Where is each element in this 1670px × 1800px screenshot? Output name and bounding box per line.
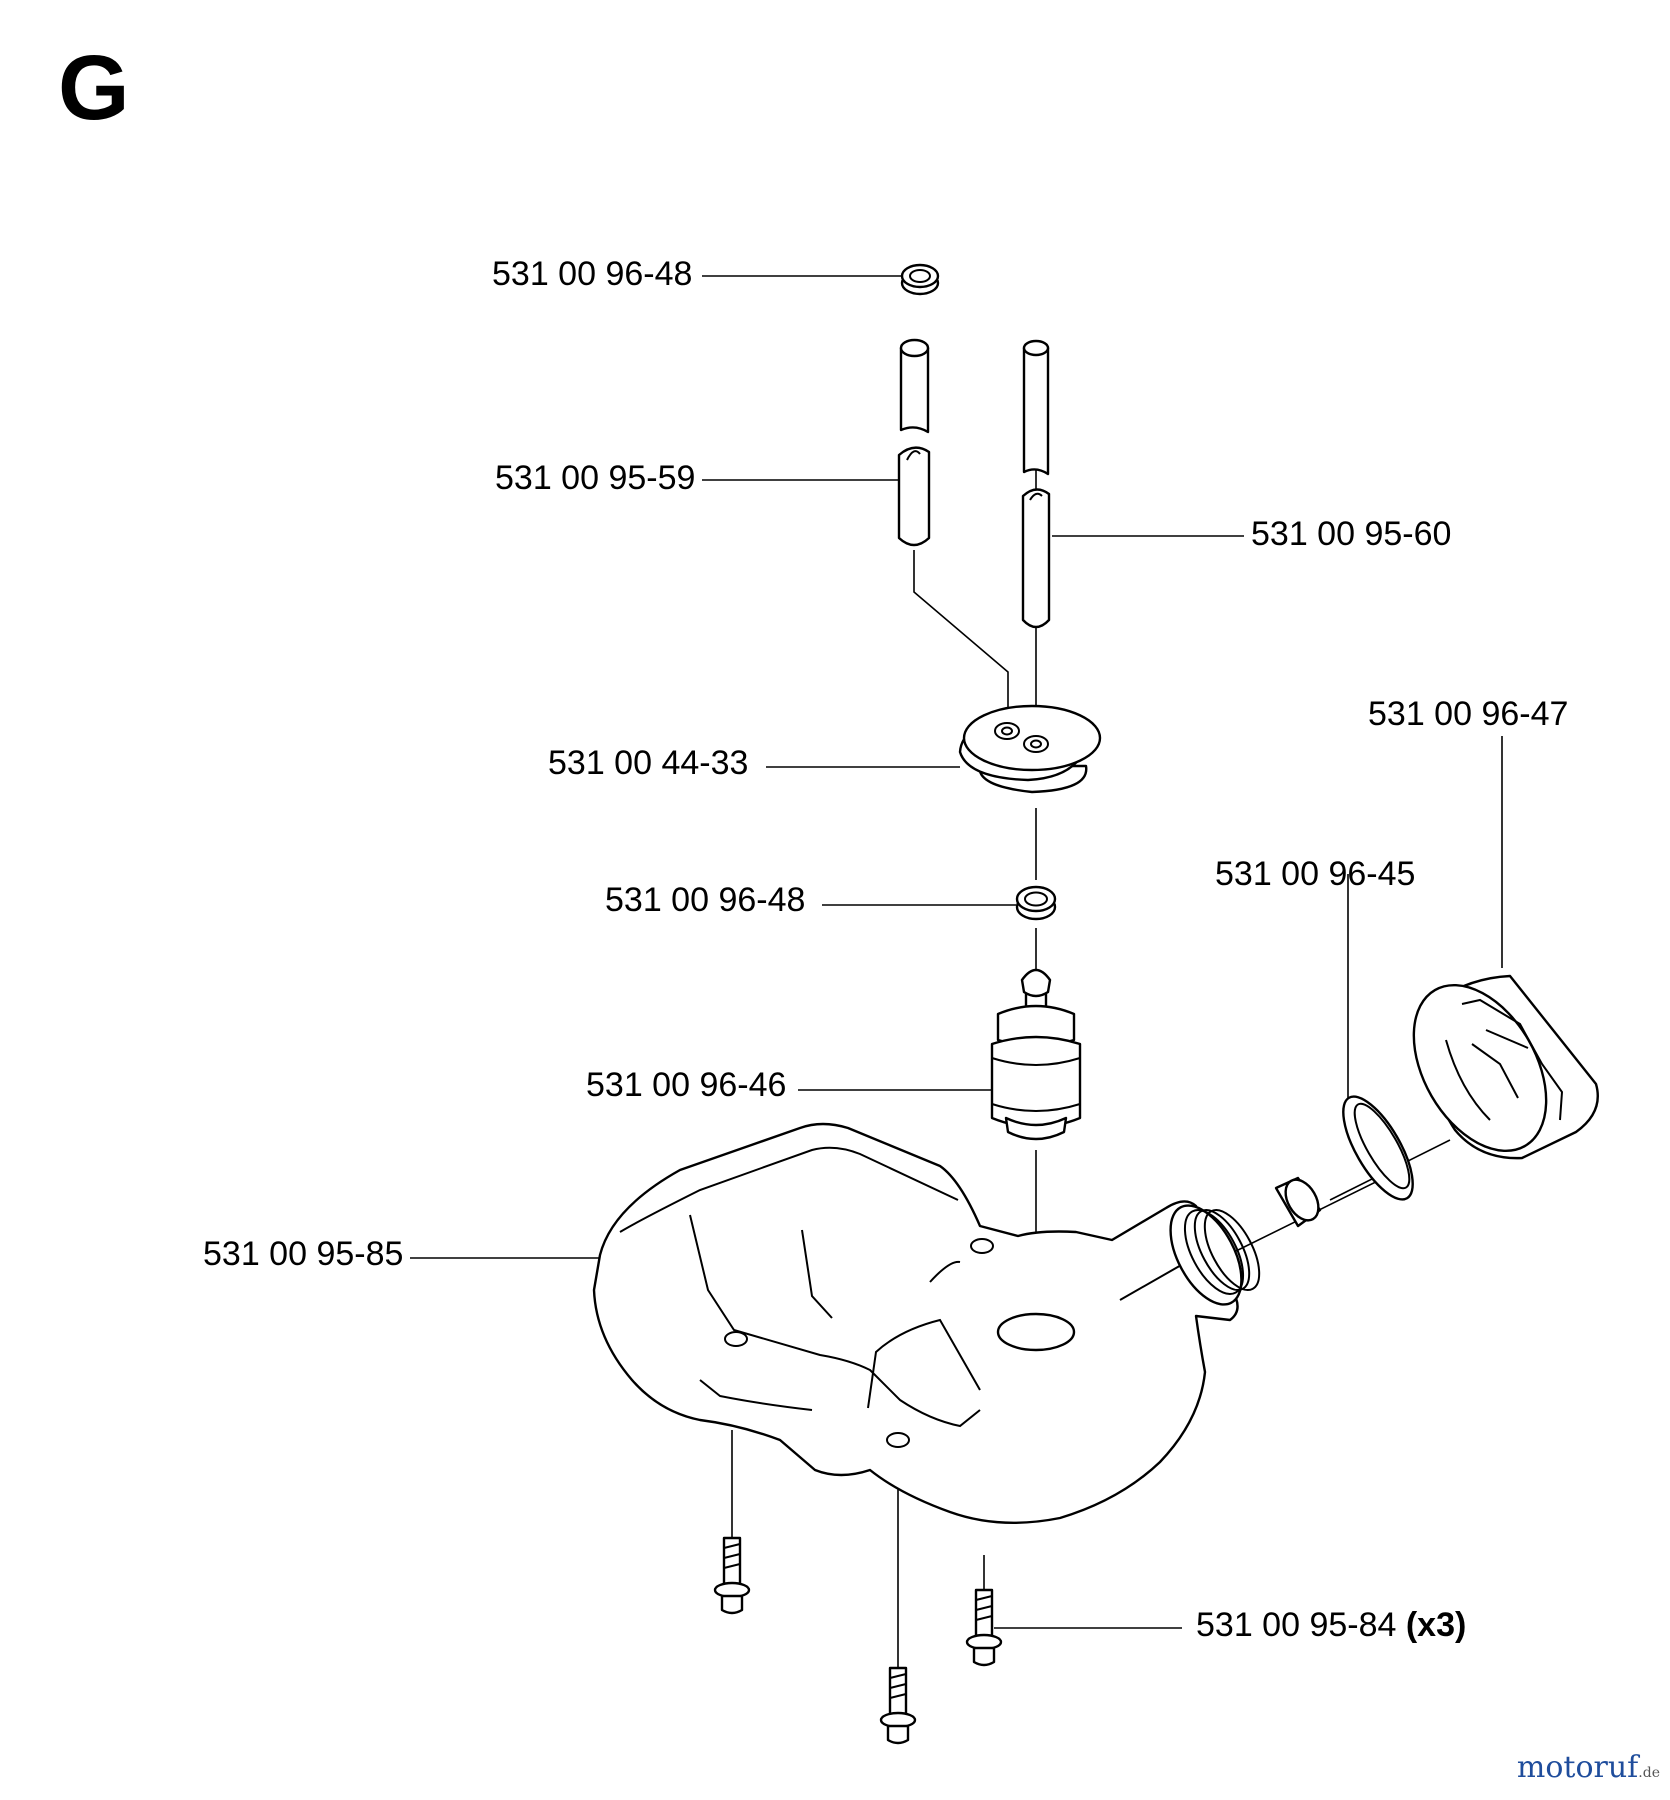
fuel-cap [1412, 974, 1599, 1160]
screw-right [965, 1588, 1003, 1667]
label-grommet: 531 00 44-33 [548, 744, 749, 782]
watermark: motoruf.de [1516, 1750, 1660, 1785]
fuel-hose-right [1021, 339, 1051, 629]
cap-vent-plug [1274, 1176, 1322, 1228]
label-washer-top: 531 00 96-48 [492, 255, 693, 293]
fuel-tank [592, 1122, 1261, 1524]
label-washer-middle: 531 00 96-48 [605, 881, 806, 919]
label-cap-gasket: 531 00 96-45 [1215, 855, 1416, 893]
label-fuel-filter: 531 00 96-46 [586, 1066, 787, 1104]
label-fuel-hose-left: 531 00 95-59 [495, 459, 696, 497]
quantity-note: (x3) [1405, 1606, 1467, 1644]
screw-left [713, 1536, 751, 1615]
label-fuel-cap: 531 00 96-47 [1368, 695, 1569, 733]
washer-middle [1015, 885, 1057, 921]
screw-middle [879, 1666, 917, 1745]
label-fuel-tank: 531 00 95-85 [203, 1235, 404, 1273]
fuel-filter [990, 968, 1082, 1141]
label-fuel-hose-right: 531 00 95-60 [1251, 515, 1452, 553]
label-screw: 531 00 95-84 (x3) [1196, 1606, 1467, 1644]
fuel-hose-left [897, 338, 931, 547]
cap-gasket [1342, 1095, 1414, 1201]
washer-top [900, 263, 940, 296]
sheet-letter: G [58, 37, 130, 139]
grommet [958, 704, 1102, 794]
